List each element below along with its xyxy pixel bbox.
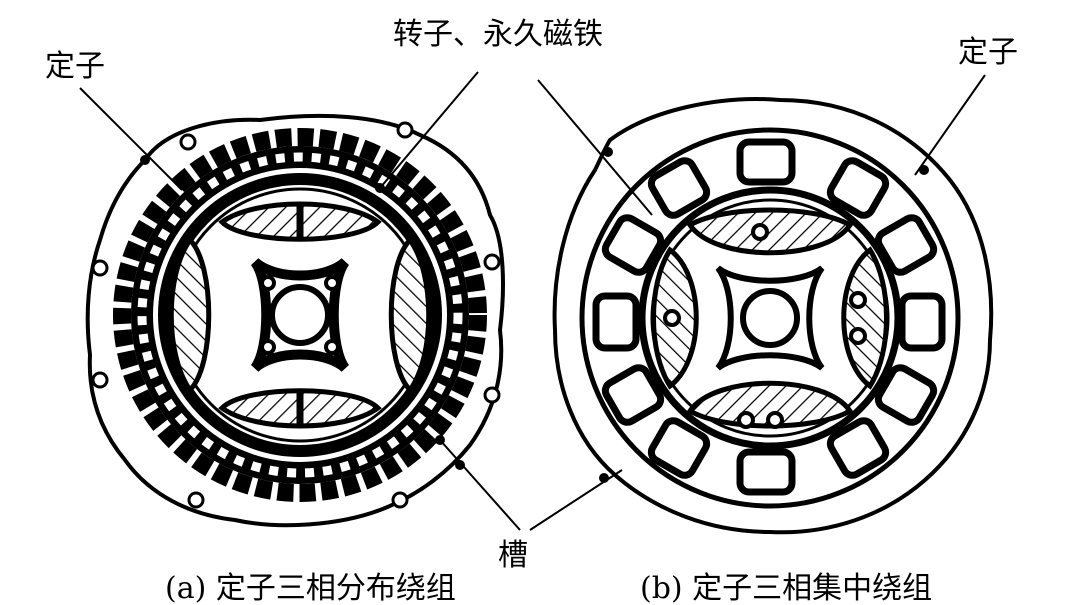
motor-b-magnet-right bbox=[841, 246, 889, 390]
label-rotor-magnet: 转子、永久磁铁 bbox=[393, 17, 603, 52]
motor-b-stator-inner bbox=[638, 186, 902, 450]
motor-b-stator-back-iron bbox=[579, 127, 961, 509]
motor-a-rotor bbox=[168, 201, 432, 429]
motor-b-stator-housing bbox=[552, 97, 994, 535]
motor-b-rotor bbox=[651, 207, 889, 429]
leader-slot-left bbox=[439, 439, 521, 531]
motor-a-magnet-right bbox=[388, 236, 432, 394]
leader-rotor-left bbox=[379, 71, 479, 189]
motor-a-shaft bbox=[269, 284, 331, 346]
motor-b-rotor-web bbox=[715, 265, 825, 371]
motor-b-stator-teeth bbox=[592, 138, 946, 496]
caption-a: (a) 定子三相分布绕组 bbox=[165, 571, 456, 605]
leader-stator-left bbox=[79, 87, 183, 191]
leader-dots bbox=[140, 147, 929, 483]
motor-a-stator-slots bbox=[137, 152, 463, 478]
motor-a-rotor-web bbox=[250, 258, 350, 372]
motor-a-stator-ring-outer bbox=[113, 128, 487, 502]
motor-a-magnet-left bbox=[168, 236, 212, 394]
motor-b bbox=[552, 97, 994, 535]
leader-lines bbox=[79, 71, 986, 531]
motor-b-shaft bbox=[740, 288, 800, 348]
leader-stator-right bbox=[914, 74, 986, 176]
label-stator-left: 定子 bbox=[45, 49, 105, 84]
motor-a-stator-ring-inner bbox=[158, 173, 442, 457]
caption-b: (b) 定子三相集中绕组 bbox=[640, 571, 932, 605]
label-stator-right: 定子 bbox=[958, 35, 1018, 70]
motor-a bbox=[85, 113, 505, 528]
label-slot: 槽 bbox=[498, 538, 528, 573]
motor-b-magnet-bottom bbox=[686, 380, 854, 429]
motor-a-stator-housing bbox=[85, 113, 505, 528]
motor-b-magnet-top bbox=[686, 207, 854, 256]
leader-rotor-right bbox=[537, 79, 653, 216]
motor-a-bolt-holes bbox=[91, 121, 501, 509]
